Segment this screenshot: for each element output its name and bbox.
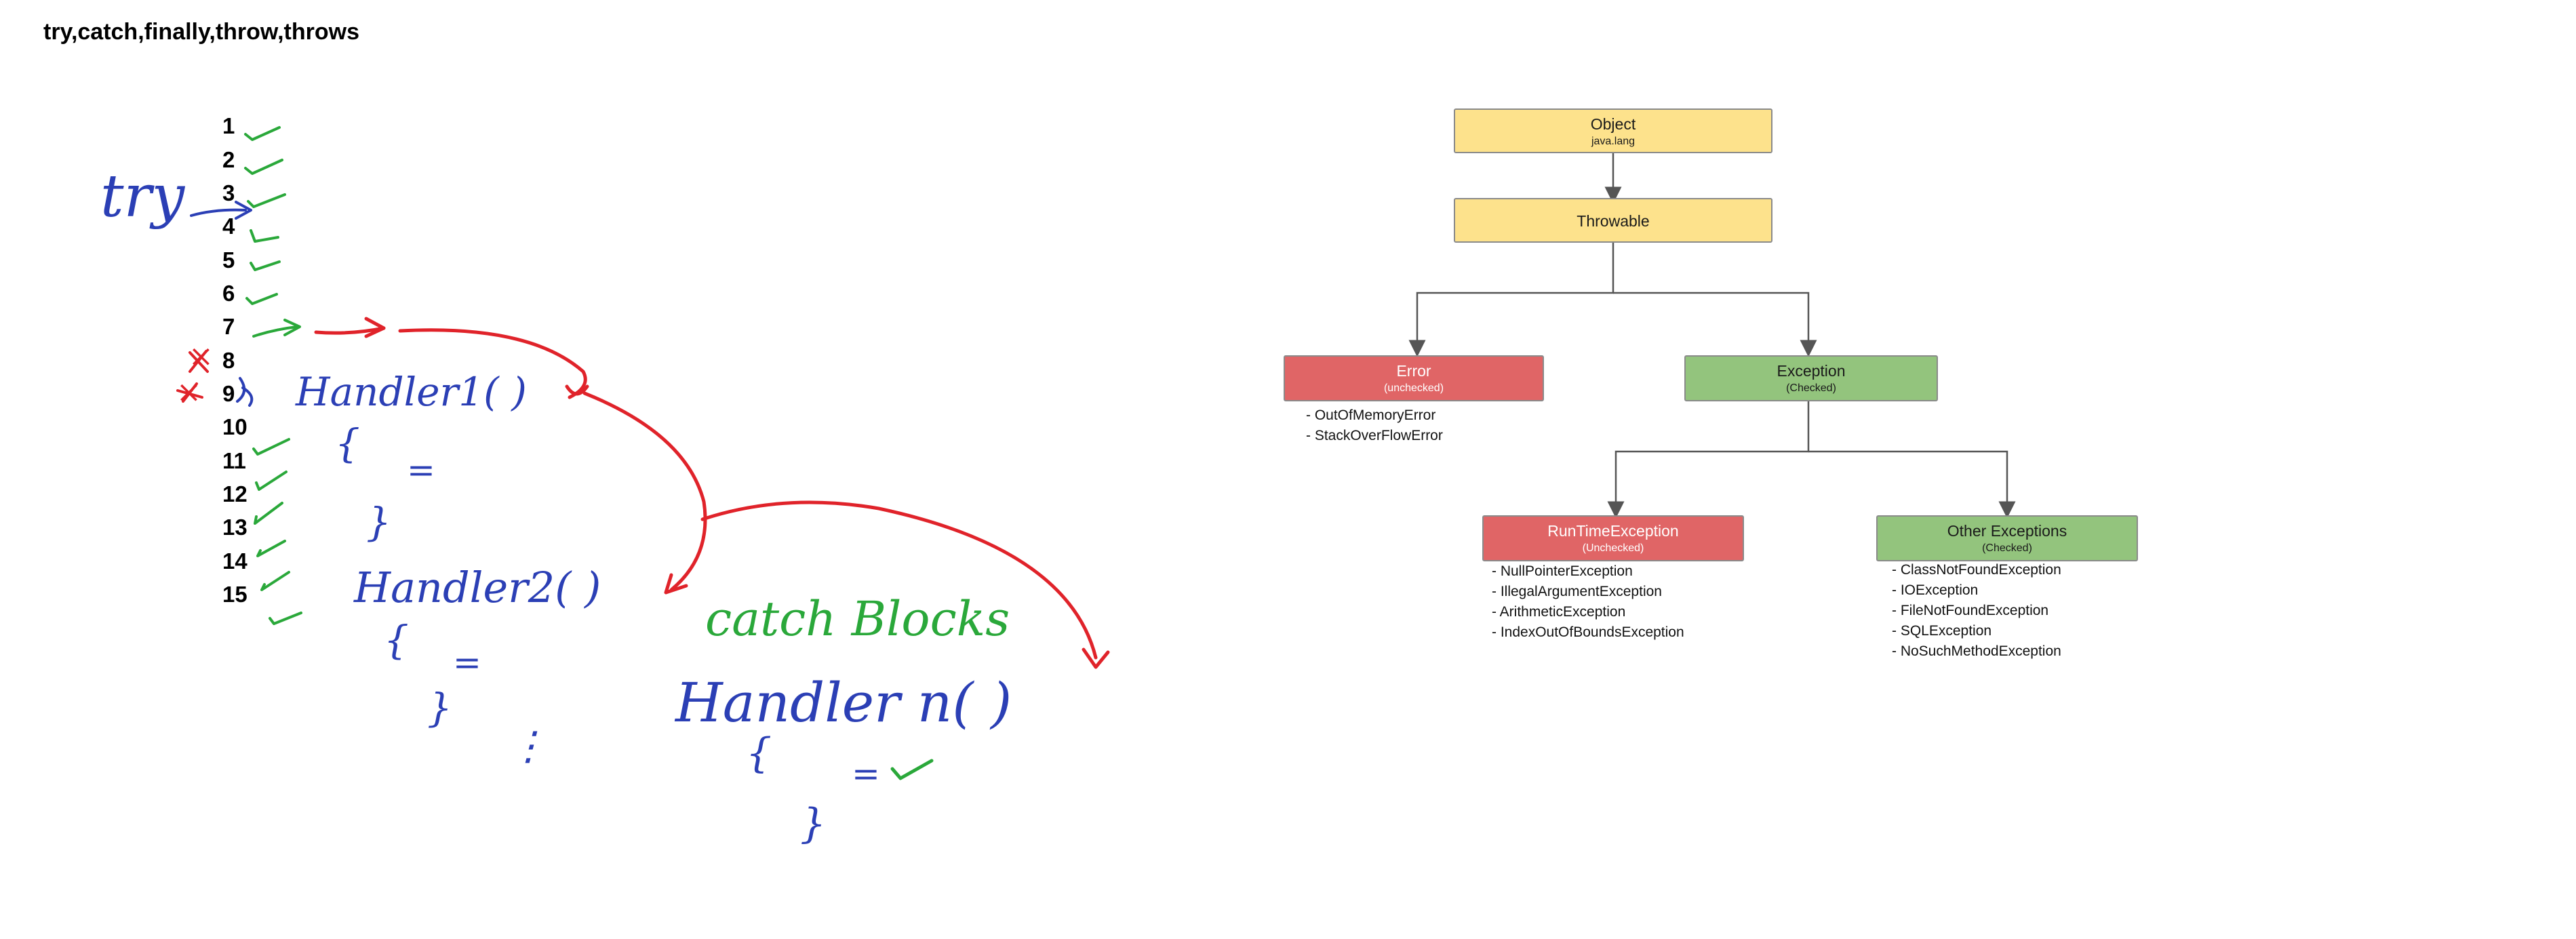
line-number: 10 (222, 414, 247, 439)
handler-open-brace: { (746, 730, 772, 777)
throwable-node-title: Throwable (1577, 212, 1650, 230)
line-number: 6 (222, 281, 235, 306)
object-node: Object java.lang (1454, 108, 1772, 153)
line-number: 15 (222, 582, 247, 607)
other-exceptions-node-title: Other Exceptions (1947, 522, 2067, 540)
line-number: 8 (222, 348, 235, 373)
line-number: 1 (222, 113, 235, 138)
handler-label: Handler1( ) (296, 369, 527, 415)
handler-label: Handler n( ) (675, 671, 1012, 734)
handler-open-brace: { (384, 617, 409, 663)
object-node-subtitle: java.lang (1591, 136, 1636, 147)
line-number: 11 (222, 448, 246, 473)
other-exceptions-node-subtitle: (Checked) (1982, 542, 2032, 554)
handler-close-brace: } (366, 499, 391, 545)
exception-node: Exception (Checked) (1684, 355, 1938, 401)
try-label: try (100, 163, 185, 231)
list-item: ArithmeticException (1492, 602, 1684, 622)
throwable-node: Throwable (1454, 198, 1772, 243)
handler-label: Handler2( ) (354, 563, 601, 612)
list-item: IllegalArgumentException (1492, 582, 1684, 602)
handler-close-brace: } (800, 800, 827, 847)
error-node: Error (unchecked) (1284, 355, 1544, 401)
list-item: StackOverFlowError (1306, 426, 1443, 446)
list-item: ClassNotFoundException (1892, 560, 2061, 580)
line-number: 9 (222, 381, 235, 406)
line-number: 2 (222, 147, 235, 172)
handler-close-brace: } (427, 685, 452, 731)
executed-check-marks (244, 126, 302, 625)
exception-flow-arrow (314, 317, 1110, 669)
list-item: FileNotFoundException (1892, 601, 2061, 621)
list-item: NullPointerException (1492, 561, 1684, 582)
line-number: 4 (222, 214, 235, 239)
list-item: IOException (1892, 580, 2061, 601)
runtime-exception-node: RunTimeException (Unchecked) (1482, 515, 1744, 561)
handler-open-brace: { (335, 420, 360, 466)
runtime-exception-node-title: RunTimeException (1547, 522, 1679, 540)
exception-node-title: Exception (1777, 362, 1846, 380)
handler-body: = (453, 643, 481, 682)
list-item: OutOfMemoryError (1306, 405, 1443, 426)
line-number: 13 (222, 515, 247, 540)
try-brace (190, 201, 254, 407)
line-number: 5 (222, 247, 235, 273)
handler-body: = (407, 450, 435, 490)
error-node-title: Error (1396, 362, 1431, 380)
throw-arrow-green (252, 319, 301, 338)
line-number: 14 (222, 548, 247, 574)
error-subclass-list: OutOfMemoryError StackOverFlowError (1306, 405, 1443, 446)
skipped-mark: × (176, 375, 201, 409)
catch-blocks-label: catch Blocks (705, 591, 1010, 647)
skipped-mark: × (189, 339, 214, 374)
ellipsis-mark: ⋮ (509, 723, 548, 769)
handler-body: = (852, 754, 880, 793)
skipped-line-marks (176, 350, 209, 403)
error-node-subtitle: (unchecked) (1383, 382, 1444, 394)
runtime-exception-node-subtitle: (Unchecked) (1582, 542, 1644, 554)
page-title: try,catch,finally,throw,throws (43, 19, 359, 45)
exception-node-subtitle: (Checked) (1786, 382, 1836, 394)
line-number: 3 (222, 180, 235, 205)
list-item: IndexOutOfBoundsException (1492, 622, 1684, 643)
line-number: 12 (222, 481, 247, 506)
object-node-title: Object (1590, 115, 1636, 133)
list-item: SQLException (1892, 621, 2061, 641)
line-number: 7 (222, 314, 235, 339)
list-item: NoSuchMethodException (1892, 641, 2061, 662)
other-exceptions-node: Other Exceptions (Checked) (1876, 515, 2138, 561)
runtime-subclass-list: NullPointerException IllegalArgumentExce… (1492, 561, 1684, 643)
other-subclass-list: ClassNotFoundException IOException FileN… (1892, 560, 2061, 662)
